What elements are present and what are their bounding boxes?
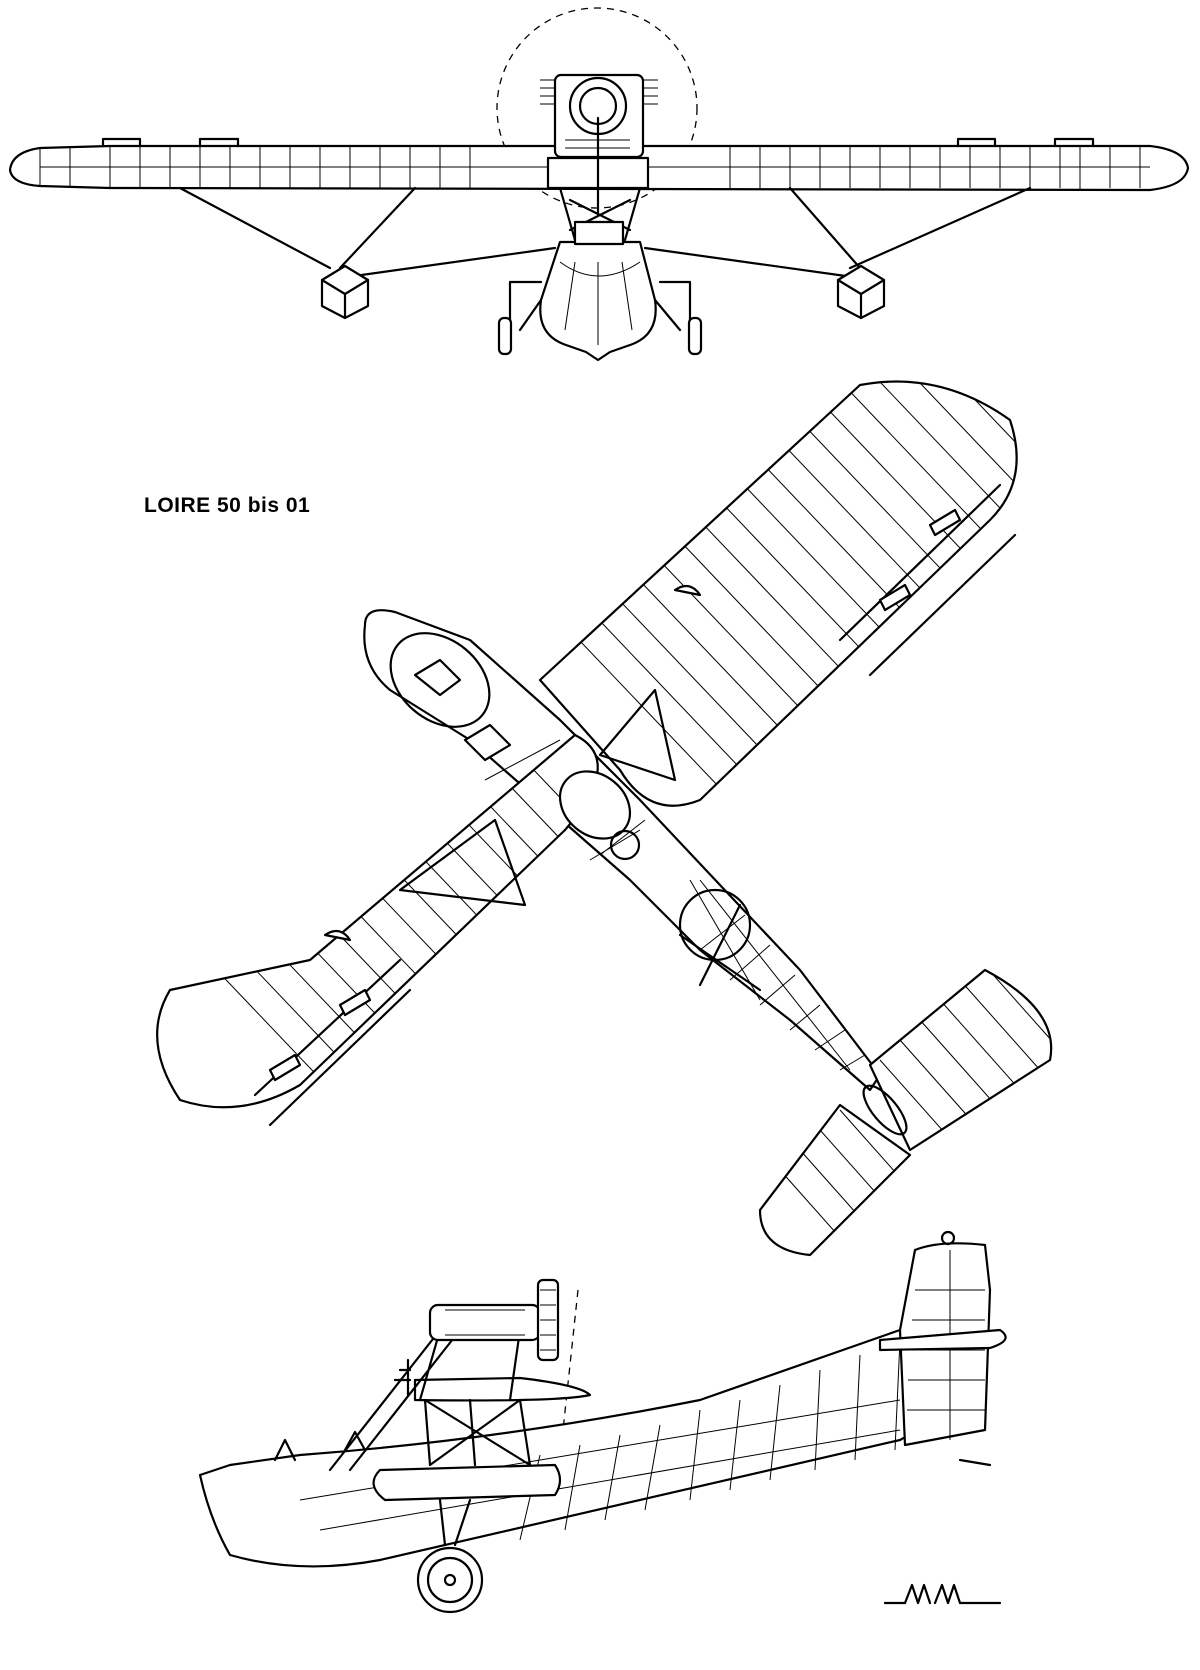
top-view [156,380,1053,1257]
top-engine [558,770,632,840]
drawing-title: LOIRE 50 bis 01 [144,494,311,517]
top-wing-right [538,380,1018,807]
right-wheel [687,316,703,356]
engine [540,73,658,217]
signature [883,1583,1002,1605]
front-view [8,7,1190,362]
side-upper-wing [413,1376,592,1402]
left-float [320,264,370,320]
side-lower-wing [372,1463,562,1502]
right-float [836,264,886,320]
tailplane-left [758,1103,912,1257]
top-wing-left [156,733,599,1109]
left-wheel [497,316,513,356]
tailplane-right [868,968,1053,1152]
side-view [198,1230,1007,1614]
side-hull [198,1318,967,1568]
